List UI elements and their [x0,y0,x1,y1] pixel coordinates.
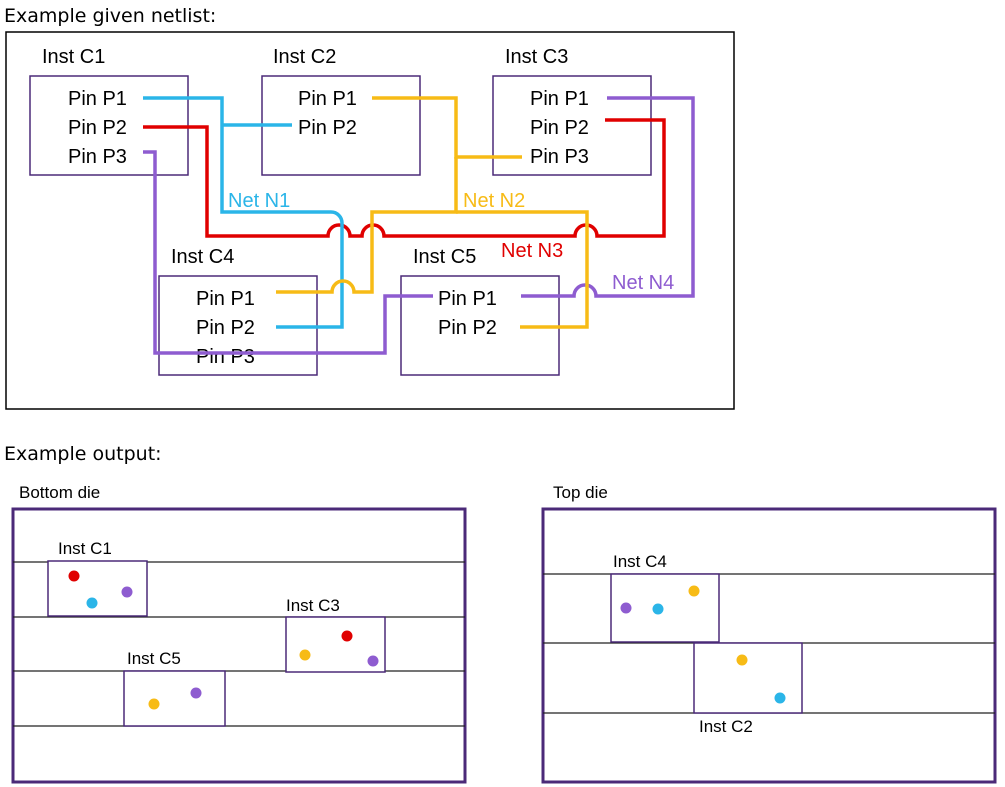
c1-pin-p1: Pin P1 [68,88,127,110]
inst-c5-label: Inst C5 [413,246,476,268]
net-n2-wire [372,96,522,159]
c5-pin-p2: Pin P2 [438,317,497,339]
netlist-caption: Example given netlist: [4,5,216,27]
c4-pin-p1: Pin P1 [196,288,255,310]
c3-pin-dot-n2 [299,649,311,661]
inst-c2-label: Inst C2 [273,46,336,68]
bottom-inst-c3-label: Inst C3 [286,596,340,615]
c5-pin-p1: Pin P1 [438,288,497,310]
net-n3-label: Net N3 [501,240,563,262]
c1-pin-dot-n3 [68,570,80,582]
net-n2-label: Net N2 [463,190,525,212]
top-die-frame [541,507,997,784]
top-inst-c2-label: Inst C2 [699,717,753,736]
c5-pin-dot-n4 [190,687,202,699]
output-caption: Example output: [4,443,162,465]
bottom-inst-c5-box [123,670,226,727]
bottom-die-frame [11,507,467,784]
net-n4-wire-c1-c4 [143,150,276,355]
net-n4-label: Net N4 [612,272,674,294]
c3-pin-dot-n3 [341,630,353,642]
c2-pin-p1: Pin P1 [298,88,357,110]
top-inst-c2-box [693,642,803,714]
net-n1-label: Net N1 [228,190,290,212]
netlist-frame [5,31,735,410]
c4-pin-dot-n1 [652,603,664,615]
c2-pin-dot-n1 [774,692,786,704]
inst-c3-box [492,75,652,176]
net-n2-trunk [276,157,458,294]
c3-pin-dot-n4 [367,655,379,667]
c1-pin-p3: Pin P3 [68,146,127,168]
top-inst-c4-label: Inst C4 [613,552,667,571]
net-n4-wire-c4-c5 [276,294,433,355]
c3-pin-p3: Pin P3 [530,146,589,168]
c1-pin-p2: Pin P2 [68,117,127,139]
net-n2-c5 [456,210,589,329]
c4-pin-p3: Pin P3 [196,346,255,368]
c3-pin-p1: Pin P1 [530,88,589,110]
inst-c1-label: Inst C1 [42,46,105,68]
c3-pin-p2: Pin P2 [530,117,589,139]
c1-pin-dot-n4 [121,586,133,598]
bottom-die-title: Bottom die [19,483,100,502]
c2-pin-dot-n2 [736,654,748,666]
c4-pin-dot-n4 [620,602,632,614]
top-die-title: Top die [553,483,608,502]
inst-c4-label: Inst C4 [171,246,234,268]
bottom-inst-c1-box [47,560,148,617]
bottom-inst-c5-label: Inst C5 [127,649,181,668]
c1-pin-dot-n1 [86,597,98,609]
bottom-inst-c3-box [285,616,386,673]
c2-pin-p2: Pin P2 [298,117,357,139]
bottom-inst-c1-label: Inst C1 [58,539,112,558]
inst-c3-label: Inst C3 [505,46,568,68]
c5-pin-dot-n2 [148,698,160,710]
c4-pin-dot-n2 [688,585,700,597]
net-n1-wire [143,96,344,329]
c4-pin-p2: Pin P2 [196,317,255,339]
